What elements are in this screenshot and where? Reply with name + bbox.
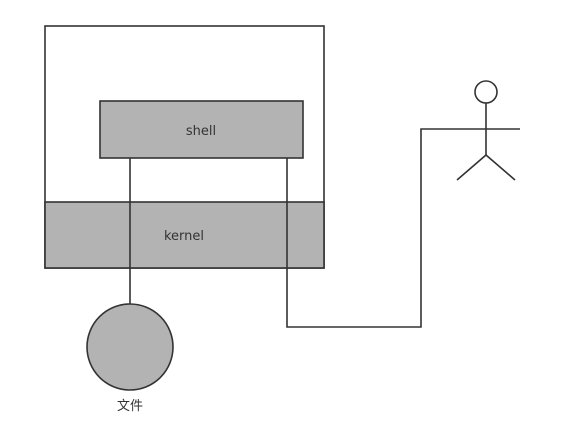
kernel-box — [44, 201, 325, 269]
stick-figure-icon — [451, 80, 520, 181]
shell-to-user-connector — [286, 128, 451, 328]
user-head — [474, 80, 498, 104]
kernel-label: kernel — [164, 229, 204, 244]
shell-box — [99, 100, 304, 159]
file-label: 文件 — [117, 399, 143, 414]
user-right-leg — [485, 154, 516, 181]
shell-label: shell — [186, 124, 216, 139]
file-node — [86, 303, 174, 391]
user-left-leg — [456, 154, 487, 181]
